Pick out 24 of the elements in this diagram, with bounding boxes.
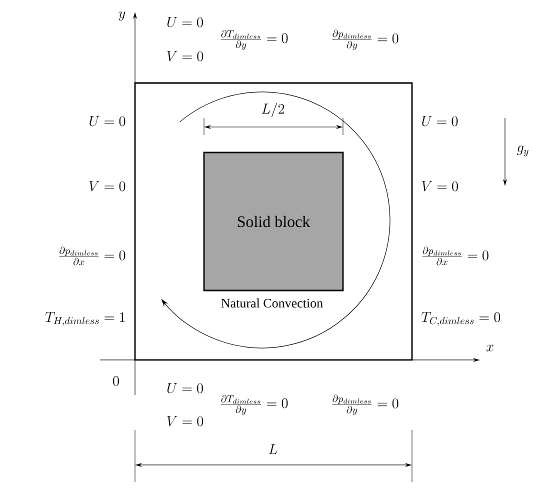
- boundary-condition: $\frac{\partial p_{dimless}}{\partial x}=0$: [59, 246, 126, 266]
- dimension-label: $L/2$: [262, 102, 284, 118]
- boundary-condition: $T_{H,dimless}=1$: [45, 312, 125, 326]
- boundary-condition: $\frac{\partial p_{dimless}}{\partial y}=0$: [332, 394, 398, 416]
- boundary-condition: $V=0$: [422, 181, 458, 192]
- dimension-label: $L$: [268, 444, 278, 454]
- origin-label: $0$: [113, 376, 119, 386]
- boundary-condition: $\frac{\partial p_{dimless}}{\partial y}=0$: [332, 30, 398, 50]
- boundary-condition: $U=0$: [167, 17, 203, 28]
- cavity-box: [134, 82, 413, 361]
- boundary-condition: $U=0$: [167, 383, 203, 394]
- boundary-condition: $U=0$: [90, 116, 126, 126]
- solid-block: Solid block: [203, 152, 344, 292]
- boundary-condition: $V=0$: [167, 416, 204, 426]
- boundary-condition: $\frac{\partial p_{dimless}}{\partial x}=0$: [422, 246, 488, 266]
- boundary-condition: $V=0$: [89, 181, 126, 192]
- boundary-condition: $U=0$: [422, 116, 458, 126]
- boundary-condition: $V=0$: [167, 51, 204, 62]
- boundary-condition: $T_{C,dimless}=0$: [422, 312, 500, 326]
- gravity-label: $g_y$: [517, 146, 528, 156]
- boundary-condition: $\frac{\partial T_{dimless}}{\partial y}=0$: [220, 30, 288, 50]
- axis-label: $x$: [486, 344, 494, 352]
- axis-label: $y$: [118, 11, 126, 21]
- boundary-condition: $\frac{\partial T_{dimless}}{\partial y}=0$: [220, 394, 288, 415]
